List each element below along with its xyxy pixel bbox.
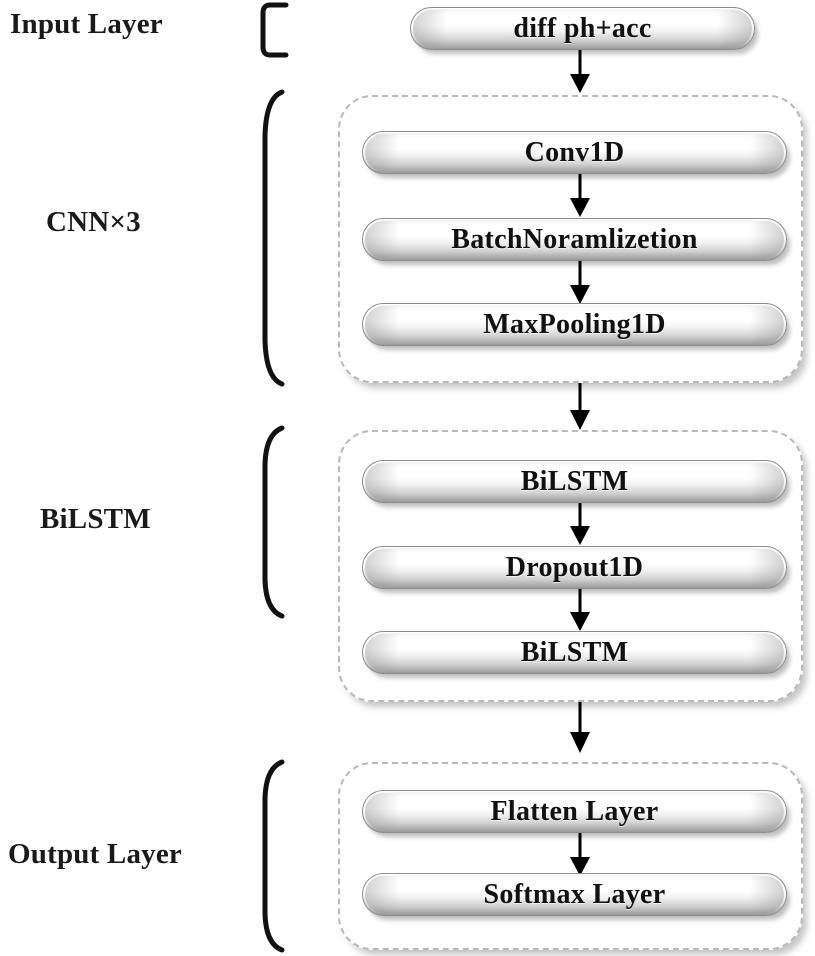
down-arrow-icon-bilstm-to-output	[566, 702, 594, 754]
node-label: BatchNoramlizetion	[451, 223, 698, 255]
node-bilstm-first[interactable]: BiLSTM	[362, 460, 787, 503]
node-input-diff-ph-acc[interactable]: diff ph+acc	[410, 7, 755, 50]
node-label: MaxPooling1D	[483, 308, 666, 340]
node-bilstm-second[interactable]: BiLSTM	[362, 631, 787, 674]
bracket-icon-cnn	[256, 88, 296, 388]
node-label: Conv1D	[524, 136, 625, 168]
stage-label-input-layer: Input Layer	[10, 8, 163, 40]
node-cnn-conv1d[interactable]: Conv1D	[362, 131, 787, 174]
bracket-icon-bilstm	[256, 424, 296, 620]
node-label: BiLSTM	[520, 636, 629, 668]
bracket-icon-input-layer	[256, 2, 290, 58]
stage-label-bilstm: BiLSTM	[40, 503, 151, 535]
down-arrow-icon-input-to-cnn	[566, 50, 594, 94]
node-label: BiLSTM	[520, 465, 629, 497]
node-bilstm-dropout1d[interactable]: Dropout1D	[362, 546, 787, 589]
node-output-flatten-layer[interactable]: Flatten Layer	[362, 790, 787, 833]
node-output-softmax-layer[interactable]: Softmax Layer	[362, 873, 787, 916]
node-label: Flatten Layer	[490, 795, 659, 827]
stage-label-output-layer: Output Layer	[8, 838, 182, 870]
node-label: diff ph+acc	[513, 12, 652, 44]
node-cnn-batchnormalization[interactable]: BatchNoramlizetion	[362, 218, 787, 261]
stage-label-cnn: CNN×3	[46, 206, 141, 238]
node-label: Softmax Layer	[483, 878, 666, 910]
node-cnn-maxpooling1d[interactable]: MaxPooling1D	[362, 303, 787, 346]
bracket-icon-output-layer	[256, 758, 296, 954]
node-label: Dropout1D	[505, 551, 644, 583]
down-arrow-icon-cnn-to-bilstm	[566, 383, 594, 431]
